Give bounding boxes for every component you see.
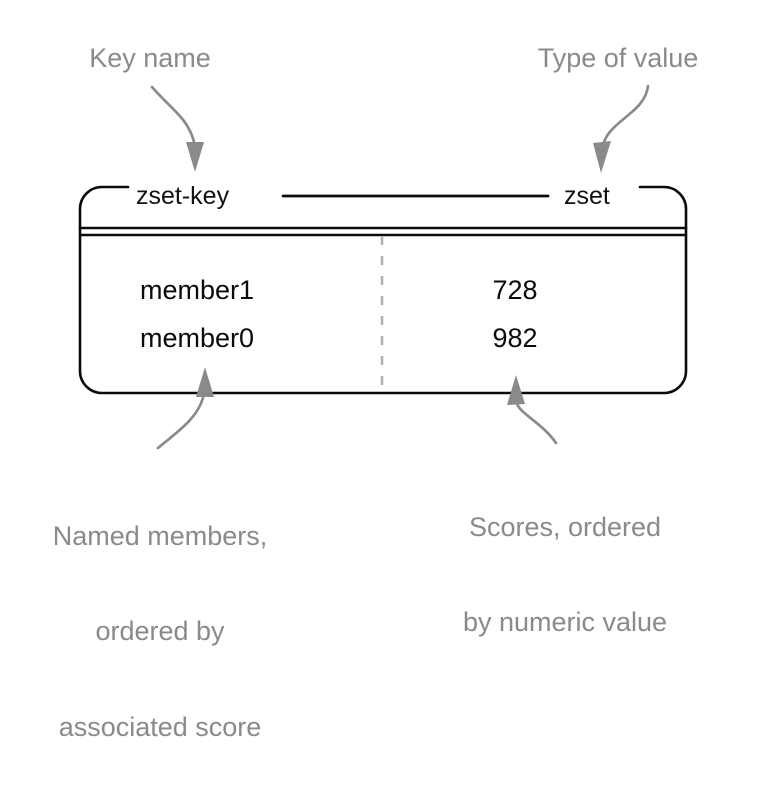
table-row-member-0: member1 xyxy=(140,275,255,305)
scores-callout-arrow xyxy=(507,375,558,445)
table-row-member-1: member0 xyxy=(140,323,255,353)
members-caption-line-2: associated score xyxy=(58,711,262,742)
scores-caption-line-1: by numeric value xyxy=(462,607,668,638)
container-body-outline xyxy=(78,226,688,395)
key-name-callout-arrow xyxy=(150,85,204,172)
key-name-annotation: Key name xyxy=(89,43,211,73)
scores-caption: Scores, ordered by numeric value xyxy=(420,448,710,703)
diagram-vector-layer xyxy=(78,84,688,450)
scores-caption-line-0: Scores, ordered xyxy=(468,511,662,542)
container-top-right-corner xyxy=(638,185,688,230)
type-of-value-annotation: Type of value xyxy=(537,43,699,73)
type-of-value-callout-arrow xyxy=(593,84,650,173)
table-row-score-1: 982 xyxy=(492,323,538,353)
zset-diagram: Key name Type of value zset-key zset mem… xyxy=(53,43,699,742)
zset-type-label: zset xyxy=(564,182,610,210)
table-row-score-0: 728 xyxy=(492,275,538,305)
members-caption-line-0: Named members, xyxy=(52,520,268,551)
members-callout-arrow xyxy=(156,367,214,450)
members-caption-line-1: ordered by xyxy=(95,616,225,647)
members-caption: Named members, ordered by associated sco… xyxy=(10,457,310,807)
zset-key-label: zset-key xyxy=(136,182,230,210)
container-top-left-corner xyxy=(78,185,130,230)
